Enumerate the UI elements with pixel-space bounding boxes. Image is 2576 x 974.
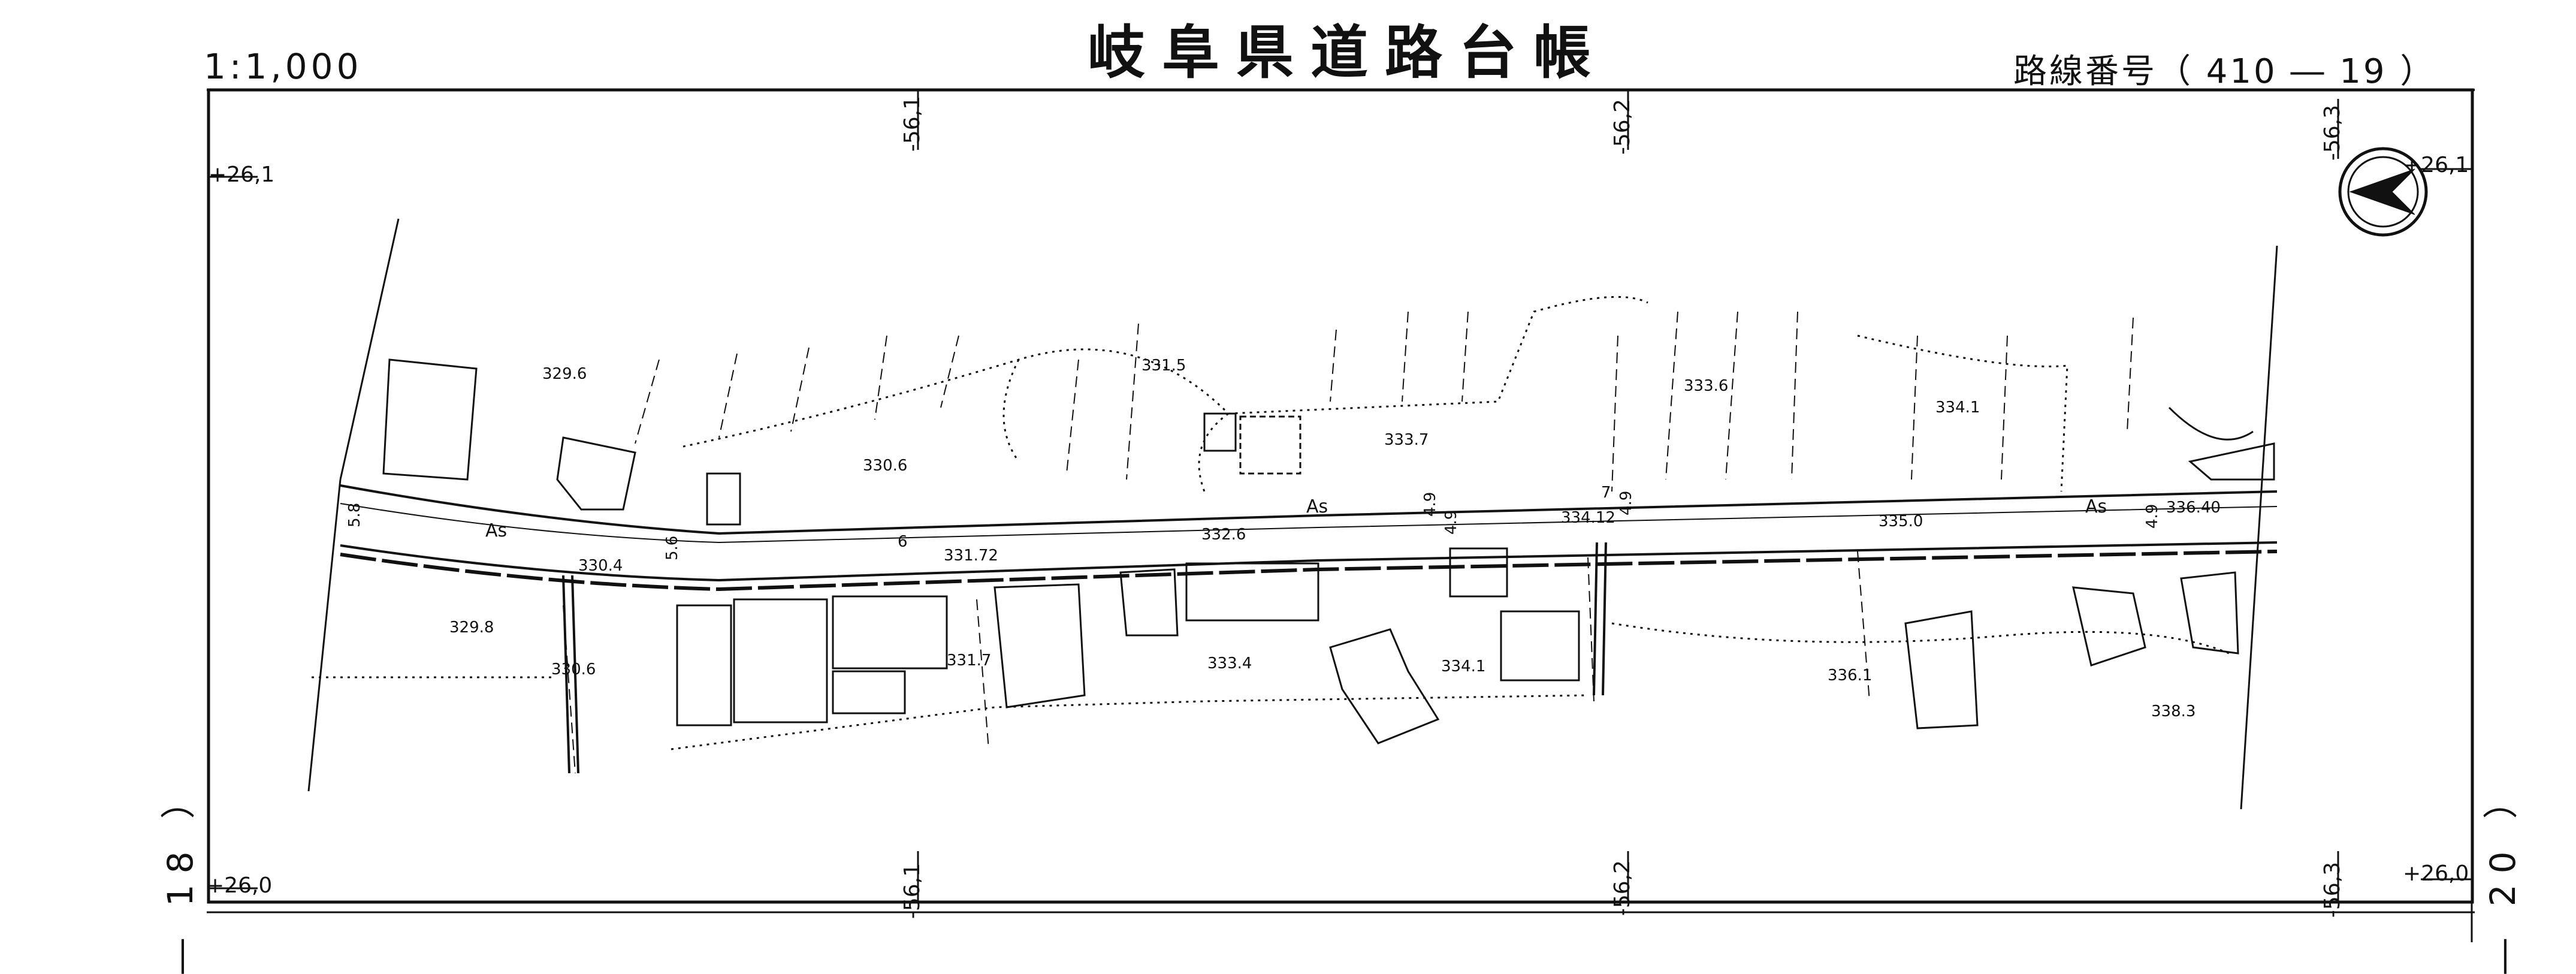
- elevation-label: 329.8: [449, 619, 494, 637]
- width-label: 7: [1601, 484, 1611, 502]
- elevation-label: 329.6: [542, 365, 587, 383]
- elevation-label: 334.1: [1935, 399, 1980, 417]
- elevation-label: 330.4: [578, 557, 623, 575]
- elevation-label: 336.1: [1828, 667, 1872, 684]
- road-surface-label: As: [2085, 496, 2107, 517]
- elevation-label: 330.6: [551, 661, 596, 679]
- road-surface-label: As: [1306, 496, 1328, 517]
- elevation-label: 333.6: [1684, 377, 1728, 395]
- elevation-label: 331.72: [944, 547, 998, 565]
- elevation-label: 334.12: [1561, 509, 1615, 527]
- road-surface-label: As: [485, 520, 507, 541]
- north-arrow-icon: [2338, 147, 2428, 237]
- grid-label-left-bottom: +26,0: [206, 873, 273, 898]
- width-label: 4.9: [1421, 492, 1439, 517]
- route-number: 路線番号（ 410 ― 19 ）: [2013, 52, 2436, 91]
- page-title: 岐阜県道路台帳: [1088, 19, 1608, 86]
- elevation-label: 338.3: [2151, 702, 2196, 720]
- width-label: 4.9: [1442, 510, 1460, 535]
- grid-label-left-top: +26,1: [209, 162, 275, 187]
- elevation-label: 331.5: [1141, 357, 1186, 375]
- elevation-label: 331.7: [947, 652, 991, 670]
- width-label: 4.9: [1617, 491, 1635, 515]
- grid-label-right-top: +26,1: [2403, 153, 2469, 177]
- map-frame: [207, 88, 2474, 904]
- elevation-label: 333.4: [1207, 655, 1252, 673]
- elevation-label: 332.6: [1201, 526, 1246, 544]
- elevation-label: 336.40: [2166, 499, 2221, 517]
- width-label: 5.8: [346, 503, 364, 527]
- map-scale: 1:1,000: [204, 46, 363, 87]
- elevation-label: 333.7: [1384, 431, 1429, 449]
- grid-label-right-bottom: +26,0: [2403, 861, 2469, 886]
- width-label: 6: [898, 533, 908, 551]
- elevation-label: 335.0: [1879, 512, 1923, 530]
- road-map: As As As 329.6 331.5 333.6 334.1 330.6 3…: [207, 88, 2475, 942]
- width-label: 4.9: [2143, 504, 2161, 529]
- elevation-label: 330.6: [863, 457, 907, 475]
- elevation-label: 334.1: [1441, 658, 1485, 676]
- width-label: 5.6: [663, 536, 681, 560]
